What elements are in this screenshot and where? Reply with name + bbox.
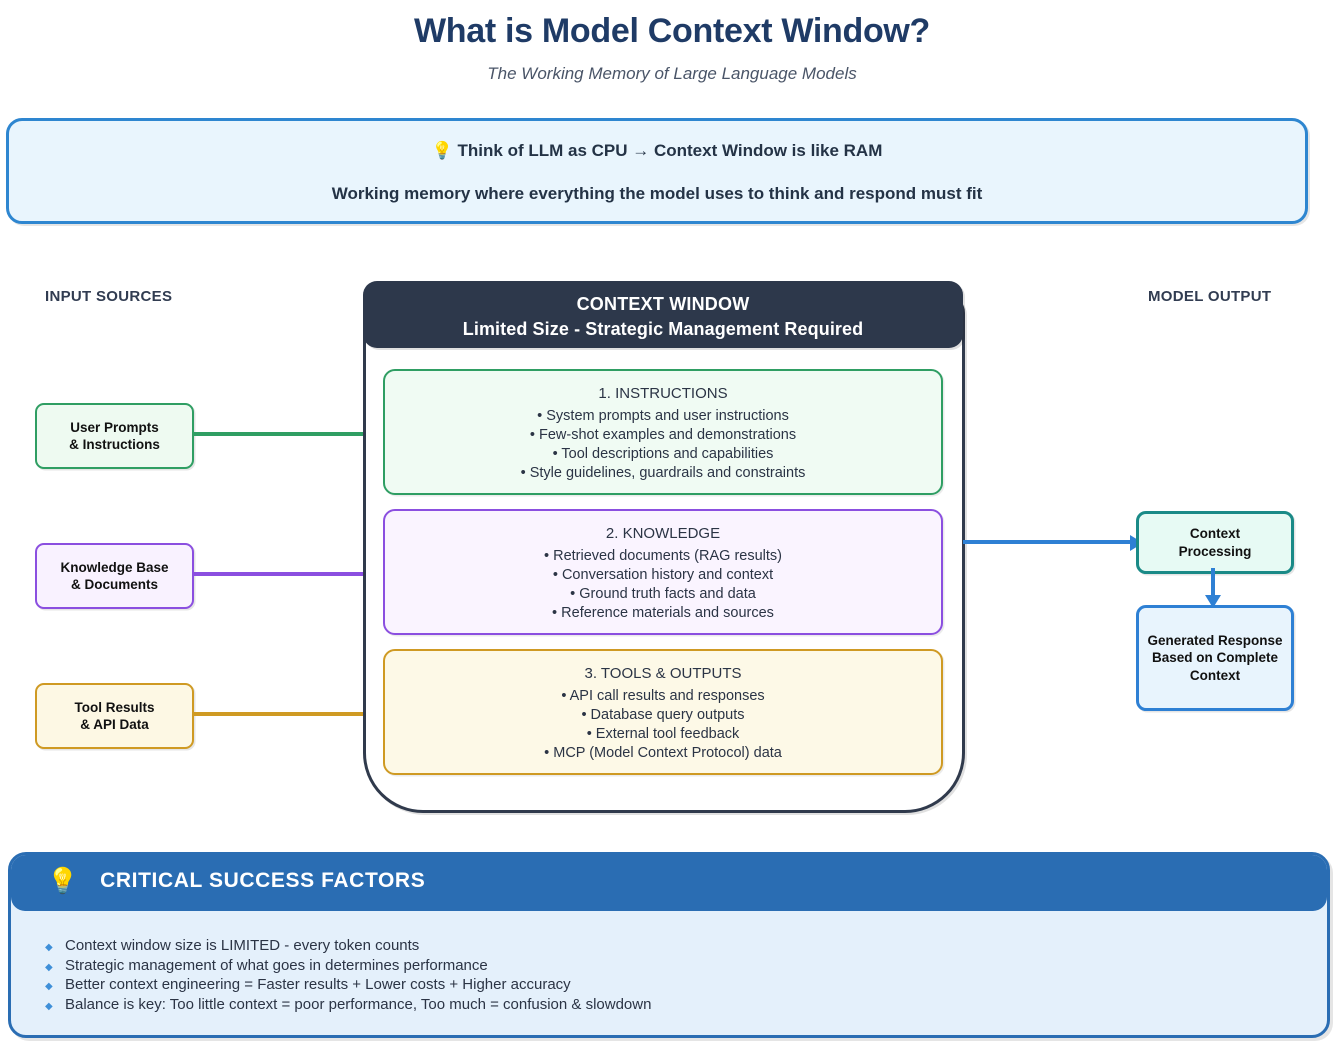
section-item-list: • System prompts and user instructions •… (385, 407, 941, 483)
section-item: • API call results and responses (561, 688, 765, 704)
list-item-label: Strategic management of what goes in det… (65, 956, 488, 974)
critical-success-factors-header: 💡 CRITICAL SUCCESS FACTORS (11, 855, 1327, 911)
section-item: • Retrieved documents (RAG results) (544, 548, 782, 564)
arrow-prompts-to-instructions-icon (192, 427, 382, 441)
context-window-header: CONTEXT WINDOW Limited Size - Strategic … (363, 281, 963, 348)
arrow-processing-to-response-icon (1205, 568, 1221, 608)
list-item-label: Context window size is LIMITED - every t… (65, 937, 420, 954)
diamond-bullet-icon: ◆ (45, 961, 53, 973)
arrow-tools-to-tools-icon (192, 707, 382, 721)
context-section-instructions[interactable]: 1. INSTRUCTIONS • System prompts and use… (383, 369, 943, 495)
list-item: ◆ Context window size is LIMITED - every… (45, 937, 1305, 957)
arrow-shaft (192, 432, 372, 436)
analogy-primary-text: 💡 Think of LLM as CPU → Context Window i… (431, 141, 883, 160)
output-box-context-processing[interactable]: Context Processing (1136, 511, 1294, 574)
section-item-list: • API call results and responses • Datab… (385, 687, 941, 763)
critical-success-factors-title: CRITICAL SUCCESS FACTORS (100, 869, 426, 892)
critical-success-factors-panel: 💡 CRITICAL SUCCESS FACTORS ◆ Context win… (8, 852, 1330, 1038)
diamond-bullet-icon: ◆ (45, 942, 53, 953)
input-box-user-prompts[interactable]: User Prompts & Instructions (35, 403, 194, 469)
list-item: ◆ Better context engineering = Faster re… (45, 976, 1305, 996)
input-box-tool-results[interactable]: Tool Results & API Data (35, 683, 194, 749)
arrow-knowledge-to-knowledge-icon (192, 567, 382, 581)
context-window-title: CONTEXT WINDOW (576, 294, 750, 314)
context-section-tools-outputs[interactable]: 3. TOOLS & OUTPUTS • API call results an… (383, 649, 943, 775)
page-title: What is Model Context Window? (413, 12, 931, 50)
section-item-list: • Retrieved documents (RAG results) • Co… (385, 547, 941, 623)
diamond-bullet-icon: ◆ (45, 1000, 53, 1012)
input-sources-label: INPUT SOURCES (45, 288, 173, 305)
arrow-shaft (192, 712, 372, 716)
diamond-bullet-icon: ◆ (45, 981, 53, 992)
section-item: • Conversation history and context (552, 566, 774, 583)
section-item: • External tool feedback (586, 725, 740, 742)
context-section-knowledge[interactable]: 2. KNOWLEDGE • Retrieved documents (RAG … (383, 509, 943, 635)
critical-success-factors-list: ◆ Context window size is LIMITED - every… (45, 937, 1305, 1015)
arrow-head (1205, 595, 1221, 608)
output-box-generated-response[interactable]: Generated Response Based on Complete Con… (1136, 605, 1294, 711)
analogy-secondary-text: Working memory where everything the mode… (331, 184, 983, 203)
section-title: 3. TOOLS & OUTPUTS (584, 665, 742, 682)
list-item-label: Balance is key: Too little context = poo… (65, 995, 652, 1013)
section-title: 2. KNOWLEDGE (605, 525, 721, 542)
arrow-shaft (1211, 568, 1215, 596)
section-item: • Database query outputs (581, 706, 745, 723)
section-item: • MCP (Model Context Protocol) data (544, 744, 782, 761)
analogy-callout-box: 💡 Think of LLM as CPU → Context Window i… (6, 118, 1308, 224)
model-output-label: MODEL OUTPUT (1148, 288, 1272, 305)
context-window-subtitle: Limited Size - Strategic Management Requ… (462, 319, 864, 339)
arrow-context-to-processing-icon (963, 535, 1143, 551)
input-box-knowledge-base[interactable]: Knowledge Base & Documents (35, 543, 194, 609)
section-title: 1. INSTRUCTIONS (598, 385, 728, 402)
lightbulb-icon: 💡 (47, 866, 79, 895)
section-item: • Tool descriptions and capabilities (552, 445, 774, 462)
arrow-shaft (192, 572, 372, 576)
list-item-label: Better context engineering = Faster resu… (65, 976, 571, 993)
page-subtitle: The Working Memory of Large Language Mod… (487, 64, 857, 83)
arrow-shaft (963, 540, 1131, 544)
section-item: • Reference materials and sources (552, 604, 774, 621)
list-item: ◆ Strategic management of what goes in d… (45, 957, 1305, 977)
section-item: • Style guidelines, guardrails and const… (520, 464, 806, 481)
section-item: • System prompts and user instructions (537, 408, 789, 424)
section-item: • Ground truth facts and data (570, 585, 756, 602)
section-item: • Few-shot examples and demonstrations (529, 426, 797, 443)
list-item: ◆ Balance is key: Too little context = p… (45, 996, 1305, 1016)
